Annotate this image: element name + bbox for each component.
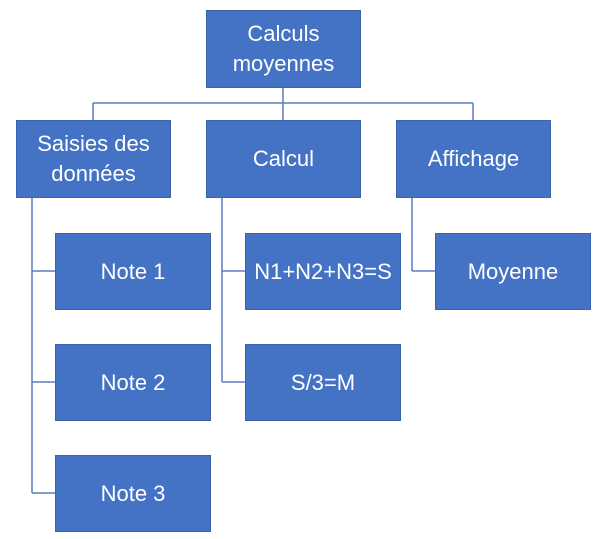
branch-calcul: Calcul — [206, 120, 361, 198]
branch-saisies-des-donnees: Saisies des données — [16, 120, 171, 198]
leaf-moyenne: Moyenne — [435, 233, 591, 310]
leaf-note-2: Note 2 — [55, 344, 211, 421]
leaf-note-1: Note 1 — [55, 233, 211, 310]
branch-affichage: Affichage — [396, 120, 551, 198]
leaf-sum-formula: N1+N2+N3=S — [245, 233, 401, 310]
leaf-note-3: Note 3 — [55, 455, 211, 532]
root-node: Calculs moyennes — [206, 10, 361, 88]
leaf-mean-formula: S/3=M — [245, 344, 401, 421]
